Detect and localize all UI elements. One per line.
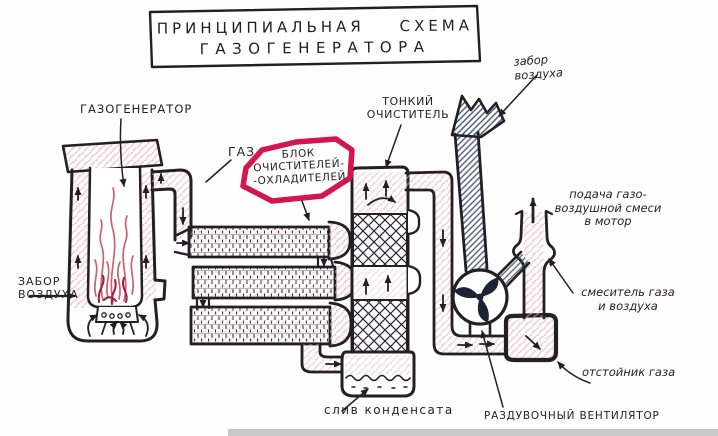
label-air-intake-right: забор воздуха <box>513 52 564 83</box>
title-line-1: ПРИНЦИПИАЛЬНАЯ СХЕМА <box>156 16 474 38</box>
outlet-pipe <box>404 170 508 356</box>
blower-fan <box>451 268 509 336</box>
label-gas-settler: отстойник газа <box>582 365 676 379</box>
label-cleaner-cooler-block: БЛОК ОЧИСТИТЕЛЕЙ- -ОХЛАДИТЕЛЕЙ <box>252 147 347 188</box>
air-funnel <box>450 94 506 139</box>
pointer-arrows <box>28 74 591 412</box>
cooler-tubes-block <box>173 220 357 374</box>
label-gas: ГАЗ <box>228 144 256 159</box>
label-blower-fan: РАЗДУВОЧНЫЙ ВЕНТИЛЯТОР <box>484 410 660 422</box>
fan-blades-icon <box>454 277 499 323</box>
flow-arrows <box>74 173 541 368</box>
gas-pipe <box>150 168 193 242</box>
diagram-title: ПРИНЦИПИАЛЬНАЯ СХЕМА ГАЗОГЕНЕРАТОРА <box>150 8 481 66</box>
flame-base <box>97 274 128 306</box>
label-gas-air-mixer: смеситель газа и воздуха <box>581 285 675 313</box>
fine-cleaner-vessel <box>350 165 422 356</box>
red-highlight-outline <box>240 136 355 204</box>
label-condensate-drain: слив конденсата <box>324 403 454 417</box>
settler-tank <box>503 312 559 363</box>
flame <box>94 187 134 303</box>
label-gas-generator: ГАЗОГЕНЕРАТОР <box>80 102 193 116</box>
label-gas-air-to-motor: подача газо- воздушной смеси в мотор <box>554 187 662 229</box>
air-downpipe <box>453 130 489 273</box>
label-fine-cleaner: ТОНКИЙ ОЧИСТИТЕЛЬ <box>366 95 450 121</box>
scan-edge <box>228 429 718 436</box>
label-air-intake-left: ЗАБОР ВОЗДУХА <box>18 275 79 301</box>
title-line-2: ГАЗОГЕНЕРАТОРА <box>199 37 431 59</box>
title-frame <box>148 4 482 69</box>
condensate-tray <box>340 350 416 398</box>
